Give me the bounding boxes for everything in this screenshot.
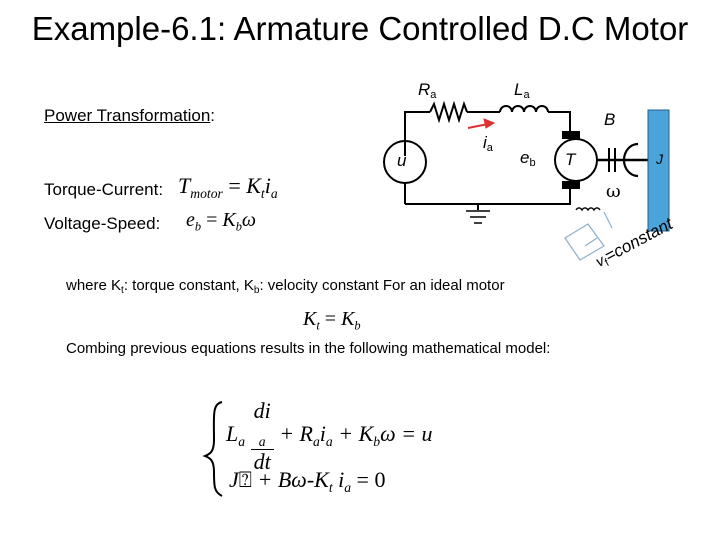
bottom-wire: [405, 183, 571, 205]
top-wire: [404, 111, 430, 156]
voltage-speed-label: Voltage-Speed:: [44, 214, 161, 233]
torque-current-label: Torque-Current:: [44, 180, 164, 199]
field-source: [584, 237, 598, 247]
label-ra: Ra: [418, 80, 437, 101]
field-winding: [575, 207, 601, 212]
label-j: J: [656, 151, 663, 167]
label-omega: ω: [606, 181, 621, 202]
field-wire: [603, 211, 613, 229]
resistor-ra: [429, 100, 468, 124]
label-ia: ia: [483, 133, 493, 154]
constants-description: where Kt: torque constant, Kb: velocity …: [66, 277, 505, 296]
label-eb: eb: [520, 148, 536, 169]
model-equation-2: J⍰ + Bω-Kt ia = 0: [229, 467, 386, 495]
voltage-equation: eb = Kbω: [186, 209, 257, 234]
torque-arrow: [622, 142, 639, 178]
current-arrow: [467, 118, 496, 129]
inertia-j: [647, 109, 670, 232]
motor-circle: [554, 138, 598, 182]
power-transformation-label: Power Transformation:: [44, 106, 216, 125]
ideal-motor-equation: Kt = Kb: [303, 308, 361, 333]
torque-equation: Tmotor = Ktia: [178, 173, 278, 201]
inductor-la: [499, 105, 549, 113]
label-b: B: [604, 110, 616, 129]
field-loop: [564, 223, 605, 261]
model-description: Combing previous equations results in th…: [66, 340, 551, 357]
brush-top: [562, 131, 580, 139]
page-title: Example-6.1: Armature Controlled D.C Mot…: [31, 10, 689, 47]
label-la: La: [514, 80, 530, 101]
wire-to-motor: [548, 111, 571, 133]
label-u: u: [397, 151, 407, 170]
brush-bottom: [562, 181, 580, 189]
label-t: T: [565, 150, 576, 169]
